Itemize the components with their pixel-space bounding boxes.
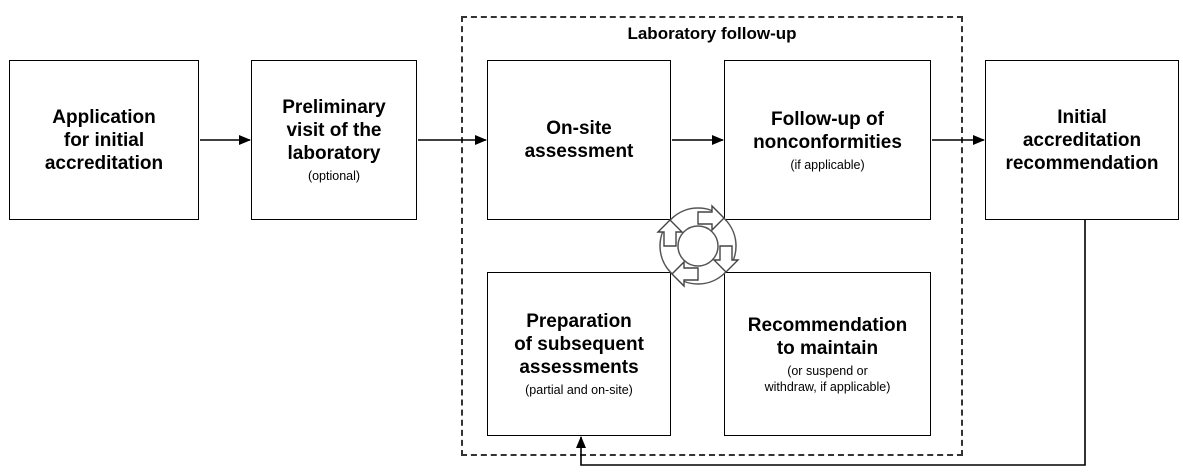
application-title: Application for initial accreditation <box>44 106 164 174</box>
arrow-initial-to-preparation <box>576 220 1086 466</box>
maintain-title: Recommendation to maintain <box>747 314 908 359</box>
preliminary-visit-box: Preliminary visit of the laboratory (opt… <box>251 60 417 220</box>
preliminary-subtitle: (optional) <box>307 169 361 183</box>
initial-recommendation-box: Initial accreditation recommendation <box>985 60 1179 220</box>
maintain-subtitle: (or suspend or withdraw, if applicable) <box>764 363 891 394</box>
followup-subtitle: (if applicable) <box>790 157 865 172</box>
preliminary-title: Preliminary visit of the laboratory <box>282 97 386 164</box>
followup-title: Follow-up of nonconformities <box>753 108 902 153</box>
cycle-arrows-icon <box>656 204 740 288</box>
preparation-subtitle: (partial and on-site) <box>525 383 633 397</box>
group-label: Laboratory follow-up <box>627 24 797 43</box>
onsite-assessment-box: On-site assessment <box>487 60 671 220</box>
preparation-box: Preparation of subsequent assessments (p… <box>487 272 671 436</box>
initial-title: Initial accreditation recommendation <box>1005 106 1159 174</box>
application-box: Application for initial accreditation <box>9 60 199 220</box>
laboratory-follow-up-group <box>461 16 963 456</box>
preparation-title: Preparation of subsequent assessments <box>514 311 644 378</box>
followup-box: Follow-up of nonconformities (if applica… <box>724 60 931 220</box>
onsite-title: On-site assessment <box>524 118 634 162</box>
maintain-recommendation-box: Recommendation to maintain (or suspend o… <box>724 272 931 436</box>
